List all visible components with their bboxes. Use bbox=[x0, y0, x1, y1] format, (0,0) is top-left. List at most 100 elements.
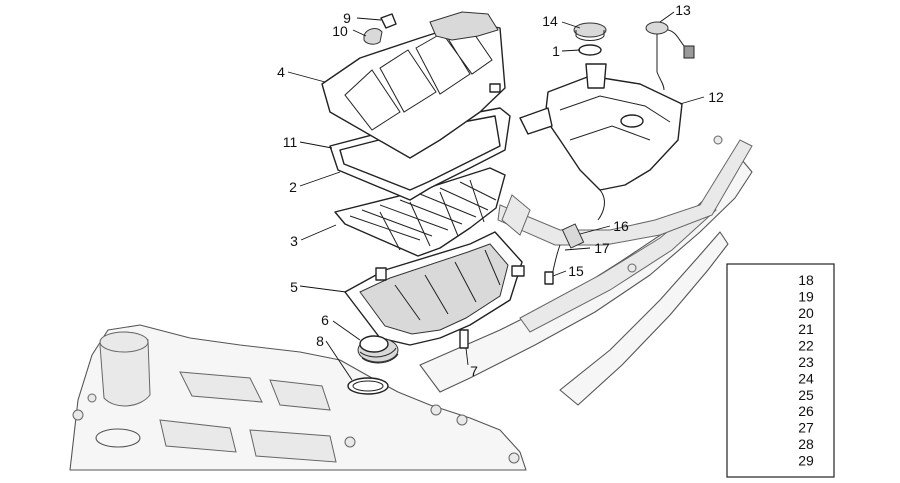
frame-rear-strut bbox=[497, 139, 753, 246]
callout-14: 14 bbox=[542, 13, 558, 29]
leader-9 bbox=[356, 17, 382, 21]
callout-3: 3 bbox=[290, 233, 298, 249]
leader-2 bbox=[299, 171, 341, 187]
sensor-head bbox=[645, 21, 669, 35]
part-air-filter bbox=[334, 167, 506, 257]
airbox-top-clip bbox=[489, 83, 501, 93]
frame-window-1 bbox=[179, 371, 263, 403]
part-airbox-base bbox=[344, 231, 525, 346]
airbox-base-tab-left bbox=[375, 267, 387, 281]
legend-number: 27 bbox=[798, 420, 814, 436]
leader-5 bbox=[299, 285, 347, 293]
leader-3 bbox=[300, 224, 337, 241]
callout-7: 7 bbox=[470, 363, 478, 379]
legend-number: 23 bbox=[798, 354, 814, 370]
airbox-top-ridges bbox=[344, 21, 493, 131]
frame-rear-subframe bbox=[559, 231, 729, 406]
callout-11: 11 bbox=[283, 134, 298, 150]
tank-drain-hose bbox=[597, 189, 605, 221]
frame-boss-5 bbox=[508, 452, 520, 464]
sensor-wire bbox=[656, 34, 665, 91]
sensor-connector bbox=[683, 45, 695, 59]
legend-number: 29 bbox=[798, 452, 814, 468]
callout-13: 13 bbox=[675, 2, 691, 18]
leader-11 bbox=[299, 141, 333, 149]
leader-17 bbox=[564, 247, 591, 251]
hose-clamp-inner bbox=[352, 380, 384, 392]
air-filter-grid bbox=[349, 179, 497, 251]
legend-number: 26 bbox=[798, 403, 814, 419]
frame-boss-2 bbox=[87, 393, 97, 403]
part-airbox-top bbox=[321, 11, 506, 159]
o-ring bbox=[578, 44, 602, 56]
callout-1: 1 bbox=[552, 43, 560, 59]
part-pin bbox=[459, 329, 469, 349]
frame-boss-3 bbox=[430, 404, 442, 416]
part-plug-grommet bbox=[363, 13, 397, 45]
callout-15: 15 bbox=[568, 263, 584, 279]
legend-number: 18 bbox=[798, 272, 814, 288]
legend-box bbox=[726, 263, 835, 478]
callout-2: 2 bbox=[289, 179, 297, 195]
callout-17: 17 bbox=[594, 240, 610, 256]
part-level-sensor bbox=[645, 21, 695, 91]
legend-number: 20 bbox=[798, 305, 814, 321]
leader-14 bbox=[561, 21, 581, 29]
callout-16: 16 bbox=[613, 218, 629, 234]
frame-head-bottom bbox=[95, 428, 141, 448]
leader-10 bbox=[352, 29, 367, 37]
intake-rubber-rings bbox=[359, 347, 399, 364]
frame-head-top bbox=[99, 331, 149, 353]
frame-spar-inner bbox=[519, 199, 717, 333]
plug-cap bbox=[380, 13, 397, 29]
tank-cap-skirt bbox=[575, 30, 605, 41]
leader-12 bbox=[679, 96, 705, 105]
callout-labels: 9 10 4 11 2 3 5 6 8 7 14 1 13 12 16 17 1… bbox=[277, 2, 724, 379]
legend-number: 24 bbox=[798, 370, 814, 386]
part-cap-oring bbox=[573, 22, 607, 56]
tank-contour bbox=[559, 95, 671, 141]
airbox-base-inner bbox=[359, 243, 509, 335]
frame-boss-6 bbox=[627, 263, 637, 273]
tank-bracket bbox=[519, 107, 553, 135]
legend-number: 21 bbox=[798, 321, 814, 337]
leader-7 bbox=[465, 347, 469, 366]
legend-number: 19 bbox=[798, 288, 814, 304]
legend-number: 25 bbox=[798, 387, 814, 403]
callout-8: 8 bbox=[316, 333, 324, 349]
motorcycle-frame bbox=[69, 135, 753, 471]
leader-4 bbox=[287, 71, 326, 83]
callout-10: 10 bbox=[332, 23, 348, 39]
frame-window-4 bbox=[249, 429, 337, 463]
callout-9: 9 bbox=[343, 10, 351, 26]
legend-number: 28 bbox=[798, 436, 814, 452]
frame-boss-8 bbox=[344, 436, 356, 448]
tank-filler-neck bbox=[585, 63, 607, 89]
callout-6: 6 bbox=[321, 312, 329, 328]
frame-boss-4 bbox=[456, 414, 468, 426]
leader-1 bbox=[561, 49, 581, 52]
airbox-top-snorkel bbox=[429, 11, 499, 41]
frame-boss-1 bbox=[72, 409, 84, 421]
leader-8 bbox=[325, 340, 353, 381]
tank-body bbox=[544, 75, 683, 191]
leader-15 bbox=[552, 270, 567, 277]
tank-port bbox=[620, 114, 644, 128]
hose-fitting-15 bbox=[544, 271, 554, 285]
frame-boss-7 bbox=[713, 135, 723, 145]
tank-cap bbox=[573, 22, 607, 38]
part-hose-fittings bbox=[544, 223, 585, 285]
part-intake-rubber-clamp bbox=[347, 335, 399, 395]
airbox-base-tab-right bbox=[511, 265, 525, 277]
grommet bbox=[363, 28, 383, 45]
airbox-base-ribs bbox=[394, 249, 501, 321]
callout-12: 12 bbox=[708, 89, 724, 105]
frame-window-2 bbox=[269, 379, 331, 411]
leader-lines bbox=[287, 11, 705, 381]
part-tank bbox=[519, 63, 683, 221]
leader-13 bbox=[659, 11, 675, 23]
legend-number: 22 bbox=[798, 338, 814, 354]
